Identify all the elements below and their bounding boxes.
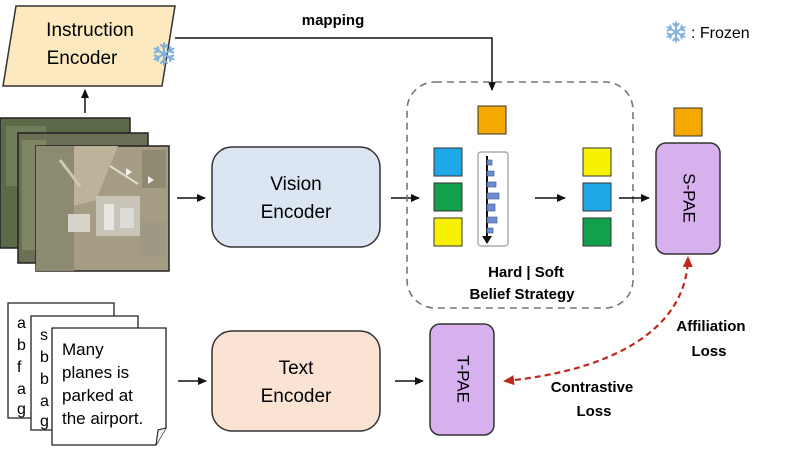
affiliation-loss-line2: Loss: [691, 343, 726, 360]
aerial-image-stack: [0, 117, 170, 272]
back-doc-letter: a: [17, 381, 26, 398]
mid-doc-letter: a: [40, 393, 49, 410]
input-token-yellow: [433, 217, 463, 247]
back-doc-letter: b: [17, 337, 26, 354]
vision-encoder-line1: Vision: [270, 174, 321, 195]
spae-instruction-token: [673, 107, 703, 137]
mid-doc-letter: b: [40, 349, 49, 366]
back-doc-letter: f: [17, 359, 22, 376]
frozen-legend-label: : Frozen: [691, 25, 750, 42]
mapping-arrow: mapping: [175, 12, 496, 91]
mid-doc-letter: b: [40, 371, 49, 388]
document-stack: a b f a g s b b a g Many planes is parke…: [7, 302, 167, 446]
mid-doc-letter: s: [40, 327, 48, 344]
text-encoder: Text Encoder: [211, 330, 381, 432]
instruction-encoder-line2: Encoder: [47, 48, 118, 69]
input-token-blue: [433, 147, 463, 177]
mid-doc-letter: g: [40, 413, 49, 430]
caption-line2: planes is: [62, 363, 129, 382]
strategy-line2: Belief Strategy: [469, 286, 575, 303]
bar-chart-icon: [477, 151, 509, 247]
vision-encoder-line2: Encoder: [261, 202, 332, 223]
instruction-encoder: Instruction Encoder: [2, 5, 176, 87]
s-pae: S-PAE: [655, 107, 721, 255]
output-token-yellow: [582, 147, 612, 177]
output-token-green: [582, 217, 612, 247]
output-token-blue: [582, 182, 612, 212]
input-token-green: [433, 182, 463, 212]
snowflake-icon: [666, 21, 686, 43]
s-pae-label: S-PAE: [680, 173, 699, 223]
loss-connector: [503, 256, 693, 386]
document-front: Many planes is parked at the airport.: [51, 327, 167, 446]
caption-line4: the airport.: [62, 409, 143, 428]
instruction-token: [477, 105, 507, 135]
back-doc-letter: a: [17, 315, 26, 332]
back-doc-letter: g: [17, 401, 26, 418]
contrastive-loss-label: Contrastive Loss: [551, 379, 634, 420]
text-encoder-line2: Encoder: [261, 386, 332, 407]
aerial-image-front: [35, 145, 170, 272]
mapping-label: mapping: [302, 12, 365, 29]
belief-strategy-box: Hard | Soft Belief Strategy: [406, 81, 634, 309]
text-encoder-line1: Text: [279, 358, 315, 379]
contrastive-loss-line2: Loss: [576, 403, 611, 420]
caption-line1: Many: [62, 340, 104, 359]
vision-encoder: Vision Encoder: [211, 146, 381, 248]
contrastive-loss-line1: Contrastive: [551, 379, 634, 396]
t-pae: T-PAE: [429, 323, 495, 436]
t-pae-label: T-PAE: [454, 355, 473, 403]
affiliation-loss-line1: Affiliation: [676, 318, 745, 335]
instruction-encoder-line1: Instruction: [46, 20, 134, 41]
affiliation-loss-label: Affiliation Loss: [676, 318, 745, 360]
frozen-legend: : Frozen: [666, 21, 750, 43]
strategy-line1: Hard | Soft: [488, 264, 564, 281]
caption-line3: parked at: [62, 386, 133, 405]
